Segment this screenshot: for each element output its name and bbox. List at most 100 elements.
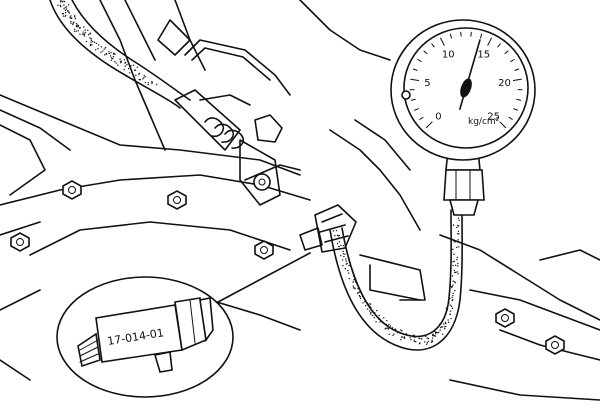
- texture-speck: [334, 235, 336, 237]
- texture-speck: [445, 307, 448, 309]
- texture-speck: [112, 53, 115, 55]
- texture-speck: [431, 337, 434, 339]
- texture-speck: [73, 15, 76, 17]
- texture-speck: [452, 295, 454, 297]
- texture-speck: [69, 16, 71, 18]
- texture-speck: [347, 269, 349, 272]
- texture-speck: [359, 297, 362, 300]
- gauge-tick: [417, 58, 422, 63]
- texture-speck: [89, 33, 91, 35]
- texture-speck: [420, 338, 423, 340]
- gauge-tick: [425, 121, 433, 129]
- texture-speck: [352, 285, 354, 287]
- texture-speck: [68, 12, 70, 14]
- texture-speck: [425, 343, 428, 345]
- texture-speck: [424, 341, 426, 343]
- gauge-tick-label: 5: [424, 78, 430, 89]
- texture-speck: [450, 305, 453, 308]
- texture-speck: [457, 239, 459, 241]
- texture-speck: [106, 53, 108, 55]
- texture-speck: [448, 294, 451, 296]
- texture-speck: [97, 48, 99, 50]
- texture-speck: [90, 39, 93, 42]
- texture-speck: [103, 48, 105, 50]
- texture-speck: [64, 6, 66, 9]
- gauge-tick: [516, 98, 522, 101]
- texture-speck: [72, 23, 74, 26]
- texture-speck: [401, 330, 403, 332]
- texture-speck: [111, 57, 114, 60]
- texture-speck: [386, 319, 388, 322]
- texture-speck: [130, 65, 132, 67]
- texture-speck: [452, 248, 454, 251]
- texture-speck: [102, 50, 104, 52]
- texture-speck: [62, 15, 65, 17]
- texture-speck: [413, 334, 415, 336]
- texture-speck: [138, 73, 140, 76]
- texture-speck: [456, 232, 459, 235]
- texture-speck: [453, 269, 456, 272]
- texture-speck: [450, 317, 452, 320]
- texture-speck: [368, 310, 371, 312]
- speckled-cable: [49, 0, 191, 109]
- leader-line: [202, 252, 311, 311]
- texture-speck: [452, 261, 454, 263]
- texture-speck: [64, 14, 67, 17]
- texture-speck: [110, 52, 112, 54]
- gauge-tick: [504, 50, 509, 55]
- texture-speck: [117, 64, 119, 66]
- texture-speck: [64, 9, 67, 12]
- texture-speck: [454, 289, 456, 292]
- texture-speck: [65, 8, 68, 10]
- gauge-tick: [497, 43, 501, 48]
- texture-speck: [456, 258, 458, 261]
- texture-speck: [336, 242, 339, 245]
- texture-speck: [151, 80, 153, 83]
- texture-speck: [97, 44, 100, 46]
- texture-speck: [144, 81, 147, 84]
- texture-speck: [378, 314, 380, 317]
- texture-speck: [90, 41, 92, 43]
- texture-speck: [74, 16, 76, 18]
- texture-speck: [366, 308, 369, 310]
- texture-speck: [343, 255, 345, 258]
- gauge-tick-label: 10: [442, 49, 455, 60]
- texture-speck: [127, 67, 130, 70]
- texture-speck: [457, 273, 459, 275]
- gauge-tick: [440, 37, 445, 46]
- texture-speck: [400, 338, 402, 341]
- texture-speck: [75, 24, 78, 27]
- texture-speck: [352, 275, 355, 277]
- texture-speck: [397, 331, 399, 334]
- texture-speck: [75, 22, 78, 25]
- texture-speck: [352, 287, 355, 289]
- texture-speck: [100, 46, 102, 48]
- gauge-tick: [414, 108, 419, 111]
- texture-speck: [457, 262, 459, 265]
- texture-speck: [353, 277, 356, 279]
- texture-speck: [353, 278, 356, 281]
- pressure-sender: [174, 39, 291, 206]
- texture-speck: [449, 297, 451, 300]
- texture-speck: [451, 285, 453, 288]
- texture-speck: [114, 60, 116, 63]
- texture-speck: [85, 40, 88, 43]
- texture-speck: [426, 342, 429, 344]
- texture-speck: [67, 4, 70, 6]
- texture-speck: [143, 74, 145, 77]
- gauge-tick: [431, 43, 435, 48]
- texture-speck: [338, 245, 340, 248]
- texture-speck: [398, 331, 401, 333]
- pressure-hose: [329, 209, 463, 351]
- texture-speck: [374, 312, 376, 315]
- texture-speck: [110, 57, 113, 59]
- texture-speck: [135, 74, 137, 77]
- texture-speck: [452, 280, 454, 282]
- texture-speck: [368, 303, 370, 305]
- texture-speck: [143, 77, 145, 79]
- texture-speck: [82, 31, 84, 33]
- texture-speck: [364, 305, 367, 307]
- texture-speck: [345, 258, 347, 260]
- texture-speck: [457, 265, 459, 267]
